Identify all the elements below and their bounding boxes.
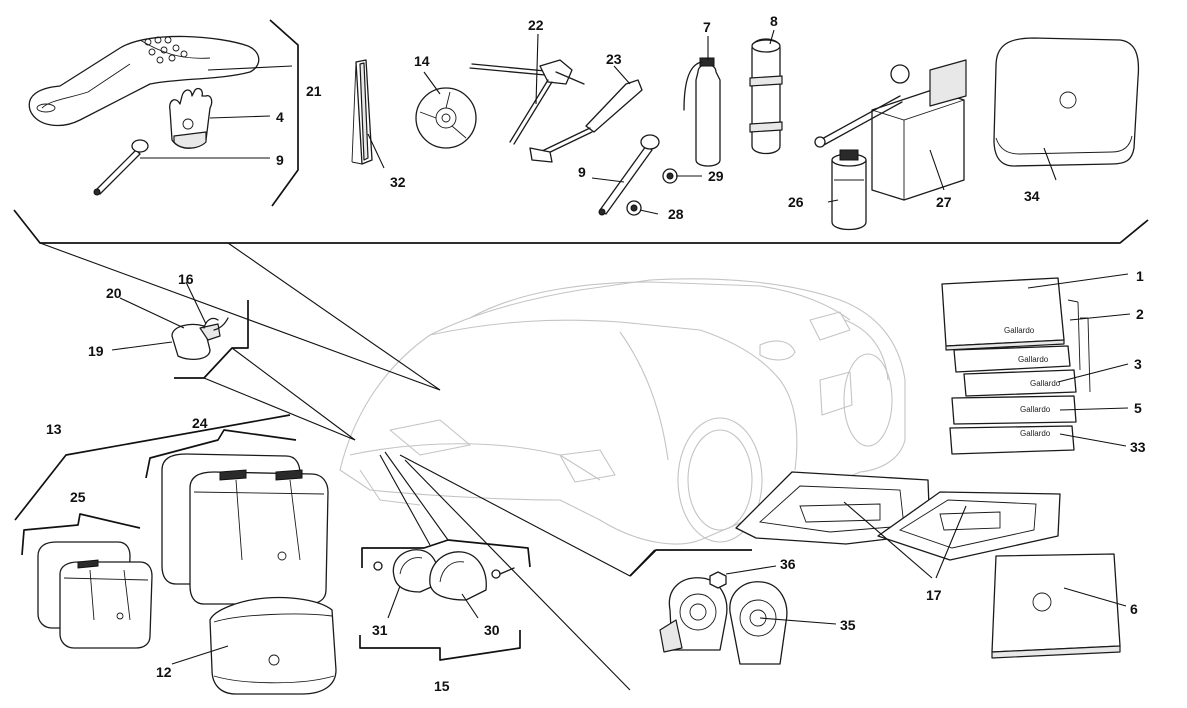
callout-14: 14 — [414, 53, 430, 69]
horn-part-30 — [429, 551, 515, 601]
callout-2: 2 — [1136, 306, 1144, 322]
manual-stack — [941, 277, 1091, 455]
gloves-part-4 — [169, 87, 213, 149]
callout-21: 21 — [306, 83, 322, 99]
soft-bag-part-12 — [209, 596, 337, 695]
bolt-part-28 — [626, 200, 642, 216]
callout-33: 33 — [1130, 439, 1146, 455]
callout-36: 36 — [780, 556, 796, 572]
callout-34: 34 — [1024, 188, 1040, 204]
callout-13: 13 — [46, 421, 62, 437]
extinguisher-part-7 — [683, 57, 721, 167]
callout-25: 25 — [70, 489, 86, 505]
manual-33-label: Gallardo — [1020, 429, 1051, 438]
jack-handle-part-22 — [469, 59, 585, 145]
callout-leaders — [111, 29, 1131, 665]
callout-16: 16 — [178, 271, 194, 287]
compressor-part-27 — [814, 59, 967, 201]
callout-15: 15 — [434, 678, 450, 694]
car-outline — [339, 278, 906, 545]
charger-part-19 — [171, 317, 229, 361]
rolled-cover-part-8 — [749, 38, 783, 155]
callout-19: 19 — [88, 343, 104, 359]
callout-28: 28 — [668, 206, 684, 222]
manual-3-label: Gallardo — [1030, 379, 1061, 388]
callout-5: 5 — [1134, 400, 1142, 416]
jack-part-23 — [529, 79, 643, 163]
callout-26: 26 — [788, 194, 804, 210]
wiper-blade-part-32 — [351, 59, 373, 165]
callout-27: 27 — [936, 194, 952, 210]
floor-mats-part-17 — [735, 471, 1061, 561]
callout-7: 7 — [703, 19, 711, 35]
nut-part-36 — [709, 571, 727, 589]
callout-31: 31 — [372, 622, 388, 638]
callout-23: 23 — [606, 51, 622, 67]
manual-1-label: Gallardo — [1004, 326, 1035, 335]
wrench-part-9-mid — [598, 134, 660, 216]
tool-bag-part-21 — [28, 35, 260, 127]
callout-12: 12 — [156, 664, 172, 680]
manual-5-label: Gallardo — [1020, 405, 1051, 414]
book-part-6 — [991, 553, 1121, 659]
cover-bag-part-34 — [993, 37, 1140, 167]
horn-part-31 — [373, 549, 440, 593]
callout-24: 24 — [192, 415, 208, 431]
compressor-bottle-part-26 — [831, 149, 867, 231]
luggage-part-24 — [161, 453, 329, 605]
luggage-part-25 — [37, 541, 153, 649]
callout-35: 35 — [840, 617, 856, 633]
callout-3: 3 — [1134, 356, 1142, 372]
group-leader-lines — [39, 242, 631, 691]
callout-20: 20 — [106, 285, 122, 301]
callout-9-mid: 9 — [578, 164, 586, 180]
callout-8: 8 — [770, 13, 778, 29]
callout-9-left: 9 — [276, 152, 284, 168]
horn-part-35 — [659, 577, 788, 665]
callout-6: 6 — [1130, 601, 1138, 617]
manual-2-label: Gallardo — [1018, 355, 1049, 364]
callout-22: 22 — [528, 17, 544, 33]
callout-4: 4 — [276, 109, 284, 125]
callout-17: 17 — [926, 587, 942, 603]
bolt-part-29 — [662, 168, 678, 184]
callout-29: 29 — [708, 168, 724, 184]
callout-32: 32 — [390, 174, 406, 190]
callout-1: 1 — [1136, 268, 1144, 284]
callout-30: 30 — [484, 622, 500, 638]
cd-part-14 — [415, 87, 477, 149]
wrench-part-9-left — [93, 139, 149, 196]
